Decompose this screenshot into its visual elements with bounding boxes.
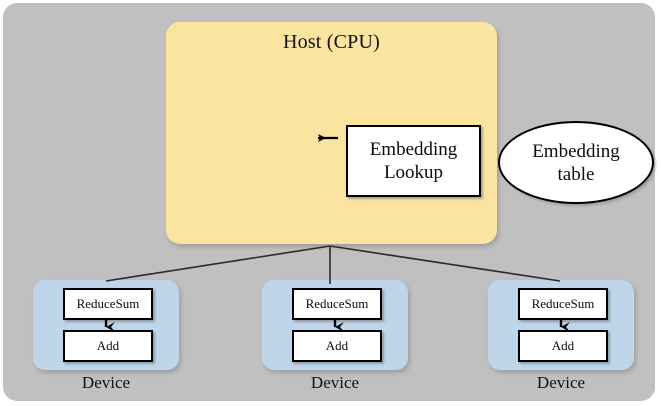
embedding-lookup-label-line2: Lookup (383, 162, 444, 183)
embedding-lookup-node[interactable]: Embedding Lookup (346, 125, 481, 197)
device-2-add-node[interactable]: Add (292, 330, 382, 362)
device-2-label: Device (310, 373, 360, 392)
device-3-reducesum-node[interactable]: ReduceSum (518, 288, 608, 320)
embedding-lookup-label: Embedding Lookup (370, 138, 458, 184)
embedding-table-label-line2: table (557, 163, 595, 185)
device-1-label: Device (81, 373, 131, 392)
embedding-table-label-line1: Embedding (532, 140, 620, 162)
device-3-add-node[interactable]: Add (518, 330, 608, 362)
embedding-table-label: Embedding table (532, 140, 620, 186)
host-cpu-panel[interactable]: Host (CPU) Embedding Lookup Embedding ta… (166, 22, 654, 244)
device-2-reducesum-node[interactable]: ReduceSum (292, 288, 382, 320)
embedding-lookup-label-line1: Embedding (369, 139, 458, 160)
host-title-label: Host (CPU) (282, 31, 380, 53)
device-1-reducesum-node[interactable]: ReduceSum (63, 288, 153, 320)
embedding-table-node[interactable]: Embedding table (498, 121, 654, 204)
device-3-label: Device (536, 373, 586, 392)
device-1-add-node[interactable]: Add (63, 330, 153, 362)
